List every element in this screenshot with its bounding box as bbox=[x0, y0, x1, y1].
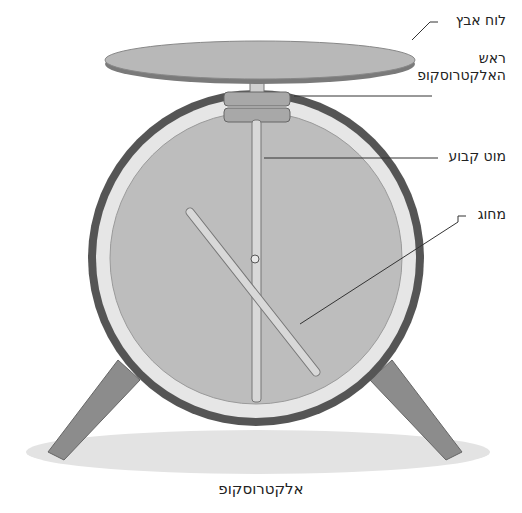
part-label: מוט קבוע bbox=[447, 148, 508, 165]
housing-outer bbox=[88, 90, 424, 426]
ground-shadow bbox=[26, 430, 490, 474]
leader-line bbox=[264, 158, 438, 159]
leader-line bbox=[300, 216, 466, 324]
housing-glass bbox=[110, 112, 402, 404]
leader-line bbox=[412, 22, 438, 40]
needle-outline bbox=[190, 212, 316, 372]
part-label: מחוג bbox=[476, 206, 508, 223]
head-disc bbox=[224, 92, 290, 106]
caption: אלקטרוסקופ bbox=[0, 480, 522, 498]
part-label: ראש האלקטרוסקופ bbox=[424, 50, 508, 84]
zinc-plate bbox=[105, 41, 415, 79]
housing-ring bbox=[96, 98, 416, 418]
right-leg bbox=[370, 360, 462, 460]
fixed-rod bbox=[252, 120, 261, 402]
leader-line bbox=[294, 96, 432, 97]
left-leg bbox=[48, 360, 140, 460]
part-label: לוח אבץ bbox=[454, 12, 508, 29]
pivot bbox=[251, 255, 259, 263]
needle bbox=[190, 212, 316, 372]
